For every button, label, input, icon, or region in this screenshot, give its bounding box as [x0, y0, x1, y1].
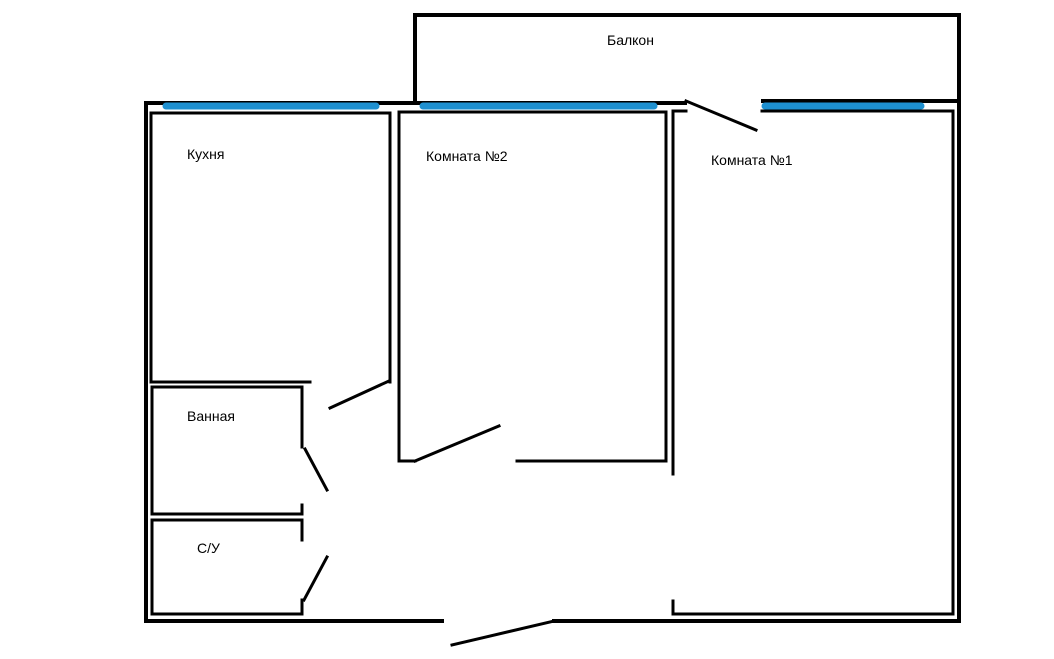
room1-label: Комната №1 — [711, 152, 793, 168]
room2-wall — [397, 111, 417, 463]
balcony-label: Балкон — [607, 32, 654, 48]
room2-label: Комната №2 — [426, 148, 508, 164]
kitchen-label: Кухня — [187, 146, 224, 162]
room-labels: Балкон Кухня Комната №2 Комната №1 Ванна… — [187, 32, 793, 556]
entrance-door — [450, 619, 556, 647]
balcony-door — [684, 99, 758, 132]
room2-right-wall — [515, 110, 668, 463]
room2-door — [413, 424, 501, 463]
toilet-label: С/У — [197, 540, 220, 556]
toilet-door — [301, 554, 330, 603]
bathroom-door — [302, 446, 330, 493]
room1-inner-wall — [671, 109, 688, 476]
room1-inner-wall-right — [671, 109, 955, 616]
bathroom-wall — [150, 385, 304, 516]
kitchen-door — [328, 379, 391, 410]
toilet-wall — [150, 518, 304, 616]
kitchen-wall — [149, 111, 392, 384]
bathroom-label: Ванная — [187, 408, 235, 424]
balcony-outline — [413, 13, 961, 102]
walls — [144, 13, 961, 647]
